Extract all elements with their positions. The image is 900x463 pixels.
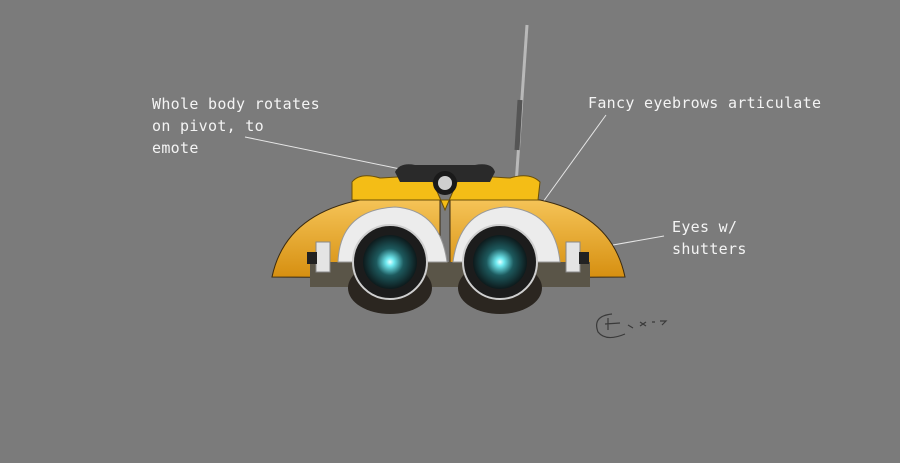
right-eye [462, 224, 538, 300]
annotation-eyebrows: Fancy eyebrows articulate [588, 94, 822, 112]
annotation-body-rotation: Whole body rotates on pivot, to emote [152, 95, 320, 157]
leader-line-eyebrows [542, 114, 607, 203]
artist-signature [596, 313, 668, 339]
leader-line-body [244, 136, 406, 171]
annotation-eyes: Eyes w/ shutters [672, 218, 747, 258]
left-eye [352, 224, 428, 300]
